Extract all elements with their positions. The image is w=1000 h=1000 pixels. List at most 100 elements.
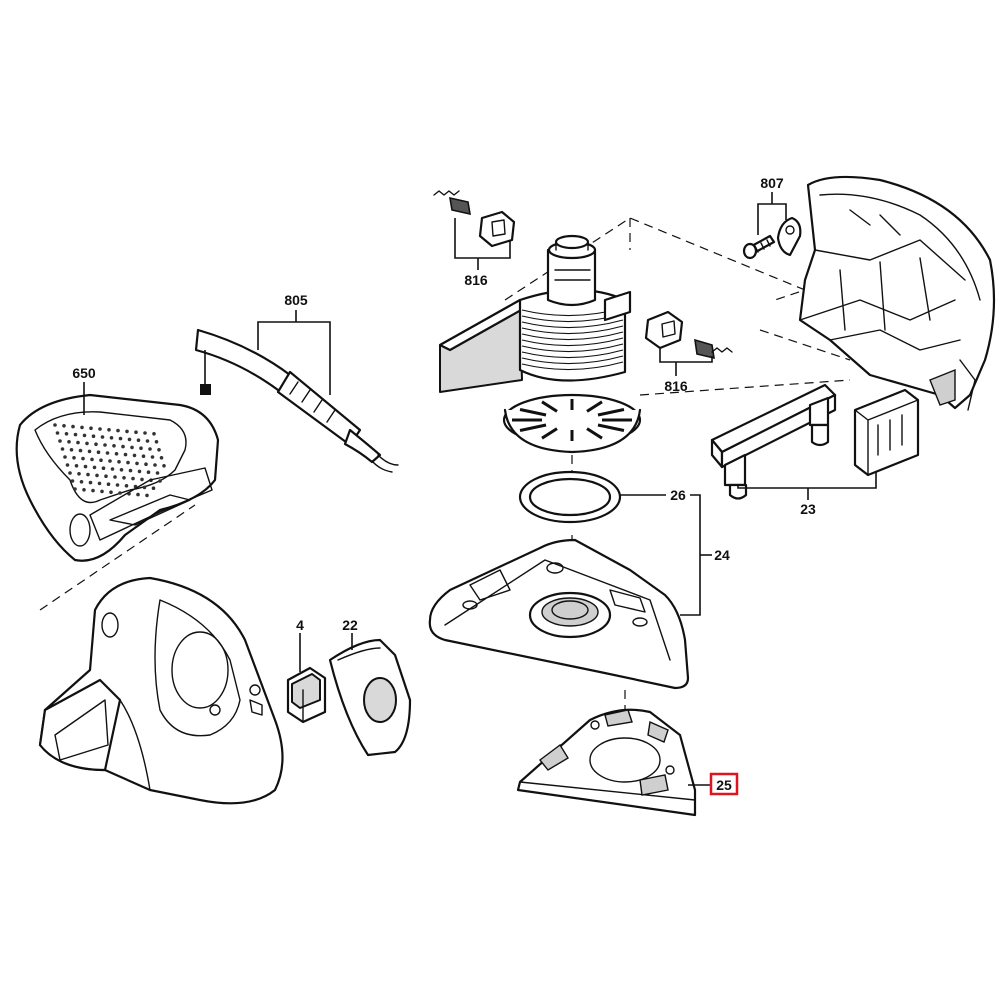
grille-hole (148, 447, 152, 451)
grille-hole (115, 483, 120, 487)
grille-hole (82, 433, 87, 438)
terminal-marker-icon (200, 384, 211, 395)
grille-hole (101, 466, 106, 471)
grille-hole (127, 437, 132, 442)
front-housing[interactable] (38, 576, 284, 805)
part-22-cover-plate[interactable] (328, 638, 412, 757)
grille-hole (60, 447, 65, 451)
grille-hole (145, 493, 149, 498)
grille-hole (105, 451, 110, 455)
grille-hole (162, 464, 166, 468)
grille-hole (53, 423, 57, 427)
grille-hole (122, 476, 126, 480)
grille-hole (110, 467, 115, 471)
grille-hole (145, 439, 150, 443)
grille-hole (63, 455, 67, 459)
grille-hole (65, 463, 70, 467)
fan-blade (586, 427, 603, 440)
grille-hole (114, 452, 119, 456)
grille-hole (159, 456, 164, 460)
grille-hole (67, 440, 71, 444)
winding-line (521, 361, 624, 371)
part-807-screw-clip[interactable] (742, 216, 802, 260)
grille-hole (103, 443, 107, 447)
part-25-sanding-pad[interactable] (516, 708, 697, 817)
grille-hole (72, 456, 76, 460)
part-816-brush-set-right[interactable] (644, 310, 733, 360)
stator-windings (521, 307, 624, 371)
grille-hole (126, 460, 130, 465)
grille-hole (78, 448, 83, 453)
winding-line (521, 319, 624, 329)
part-650-cap[interactable] (15, 393, 220, 562)
grille-hole (124, 484, 129, 488)
grille-hole (116, 428, 120, 433)
grille-hole (74, 464, 79, 468)
grille-hole (82, 488, 86, 492)
grille-hole (157, 448, 161, 452)
winding-line (521, 337, 624, 347)
grille-hole (77, 472, 81, 476)
grille-hole (100, 489, 104, 494)
grille-hole (158, 479, 162, 483)
grille-hole (108, 459, 112, 463)
grille-hole (137, 469, 142, 474)
grille-hole (62, 424, 66, 428)
grille-hole (113, 475, 117, 479)
winding-line (521, 325, 624, 335)
grille-hole (135, 461, 139, 466)
grille-hole (89, 426, 93, 431)
rear-housing[interactable] (798, 175, 996, 411)
grille-hole (118, 436, 123, 441)
part-816-brush-set-top[interactable] (433, 190, 516, 248)
fan-blade (541, 400, 558, 413)
fan-blade (586, 400, 603, 413)
grille-hole (136, 492, 140, 497)
motor-assembly[interactable] (438, 234, 642, 454)
grille-hole (98, 427, 102, 431)
grille-hole (104, 474, 108, 479)
callout-26: 26 (670, 487, 686, 503)
grille-hole (100, 435, 105, 439)
winding-line (521, 331, 624, 341)
grille-hole (71, 424, 75, 429)
part-4-switch[interactable] (286, 666, 327, 724)
callout-4: 4 (296, 617, 304, 633)
fan-blades (512, 399, 632, 441)
grille-hole (55, 431, 60, 435)
grille-hole (92, 465, 97, 470)
grille-hole (96, 450, 101, 455)
part-26-seal-ring[interactable] (518, 470, 622, 524)
grille-hole (69, 448, 74, 452)
ventilation-grille (53, 423, 166, 498)
grille-hole (91, 434, 96, 439)
grille-hole (146, 470, 151, 475)
grille-hole (123, 452, 128, 457)
winding-line (521, 355, 624, 365)
fan-blade (519, 423, 547, 432)
part-23-clamp-brackets[interactable] (710, 383, 920, 500)
grille-hole (58, 439, 62, 443)
grille-hole (121, 444, 125, 449)
callout-805: 805 (284, 292, 308, 308)
fan-blade (597, 408, 625, 417)
callout-25[interactable]: 25 (716, 777, 732, 793)
grille-hole (134, 430, 138, 435)
grille-hole (117, 460, 121, 464)
callout-23: 23 (800, 501, 816, 517)
grille-hole (125, 429, 129, 434)
grille-hole (143, 431, 147, 435)
fan-blade (541, 427, 558, 440)
grille-hole (136, 438, 141, 443)
callout-807: 807 (760, 175, 784, 191)
part-24-base-plate[interactable] (428, 538, 690, 690)
grille-hole (68, 471, 72, 475)
callout-816-right: 816 (664, 378, 688, 394)
callout-leaders (83, 192, 877, 786)
part-805-power-cord[interactable] (194, 328, 399, 473)
grille-hole (139, 446, 143, 451)
grille-hole (90, 457, 94, 462)
grille-hole (76, 440, 80, 445)
grille-hole (131, 476, 135, 481)
